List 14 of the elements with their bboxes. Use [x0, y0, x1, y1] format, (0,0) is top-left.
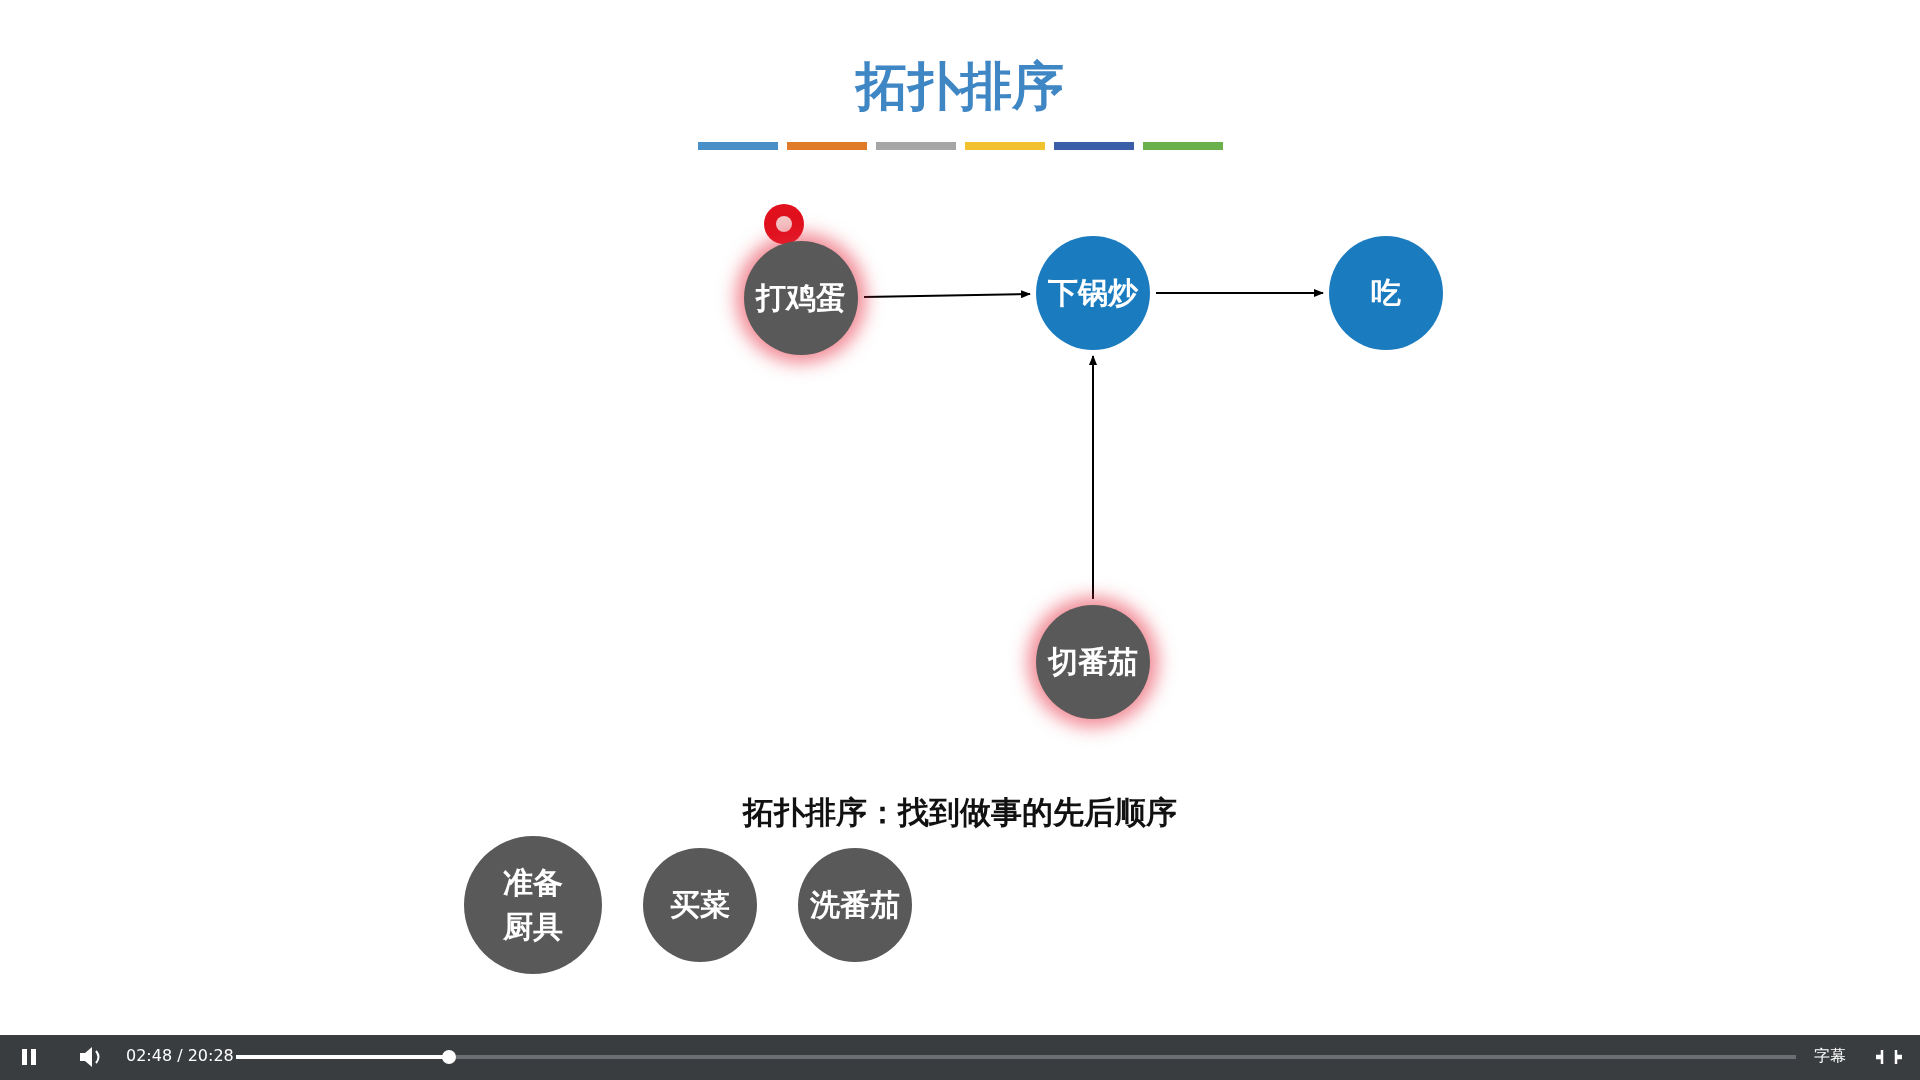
caption-text: 拓扑排序：找到做事的先后顺序: [741, 793, 1178, 832]
step-circle: 打鸡蛋: [744, 241, 858, 355]
subtitle-toggle: 字幕: [1814, 1046, 1846, 1067]
step-circle: 吃: [1329, 236, 1443, 350]
arrow: [1089, 355, 1097, 600]
arrow: [1155, 289, 1324, 297]
step-circle: 准备厨具: [464, 836, 602, 974]
title: 拓扑排序: [853, 55, 1065, 118]
time-display: 02:48 / 20:28: [126, 1046, 234, 1065]
step-circle: 切番茄: [1036, 605, 1150, 719]
arrow: [863, 290, 1031, 299]
step-circle: 买菜: [643, 848, 757, 962]
step-circle: 洗番茄: [798, 848, 912, 962]
step-circle: 下锅炒: [1036, 236, 1150, 350]
